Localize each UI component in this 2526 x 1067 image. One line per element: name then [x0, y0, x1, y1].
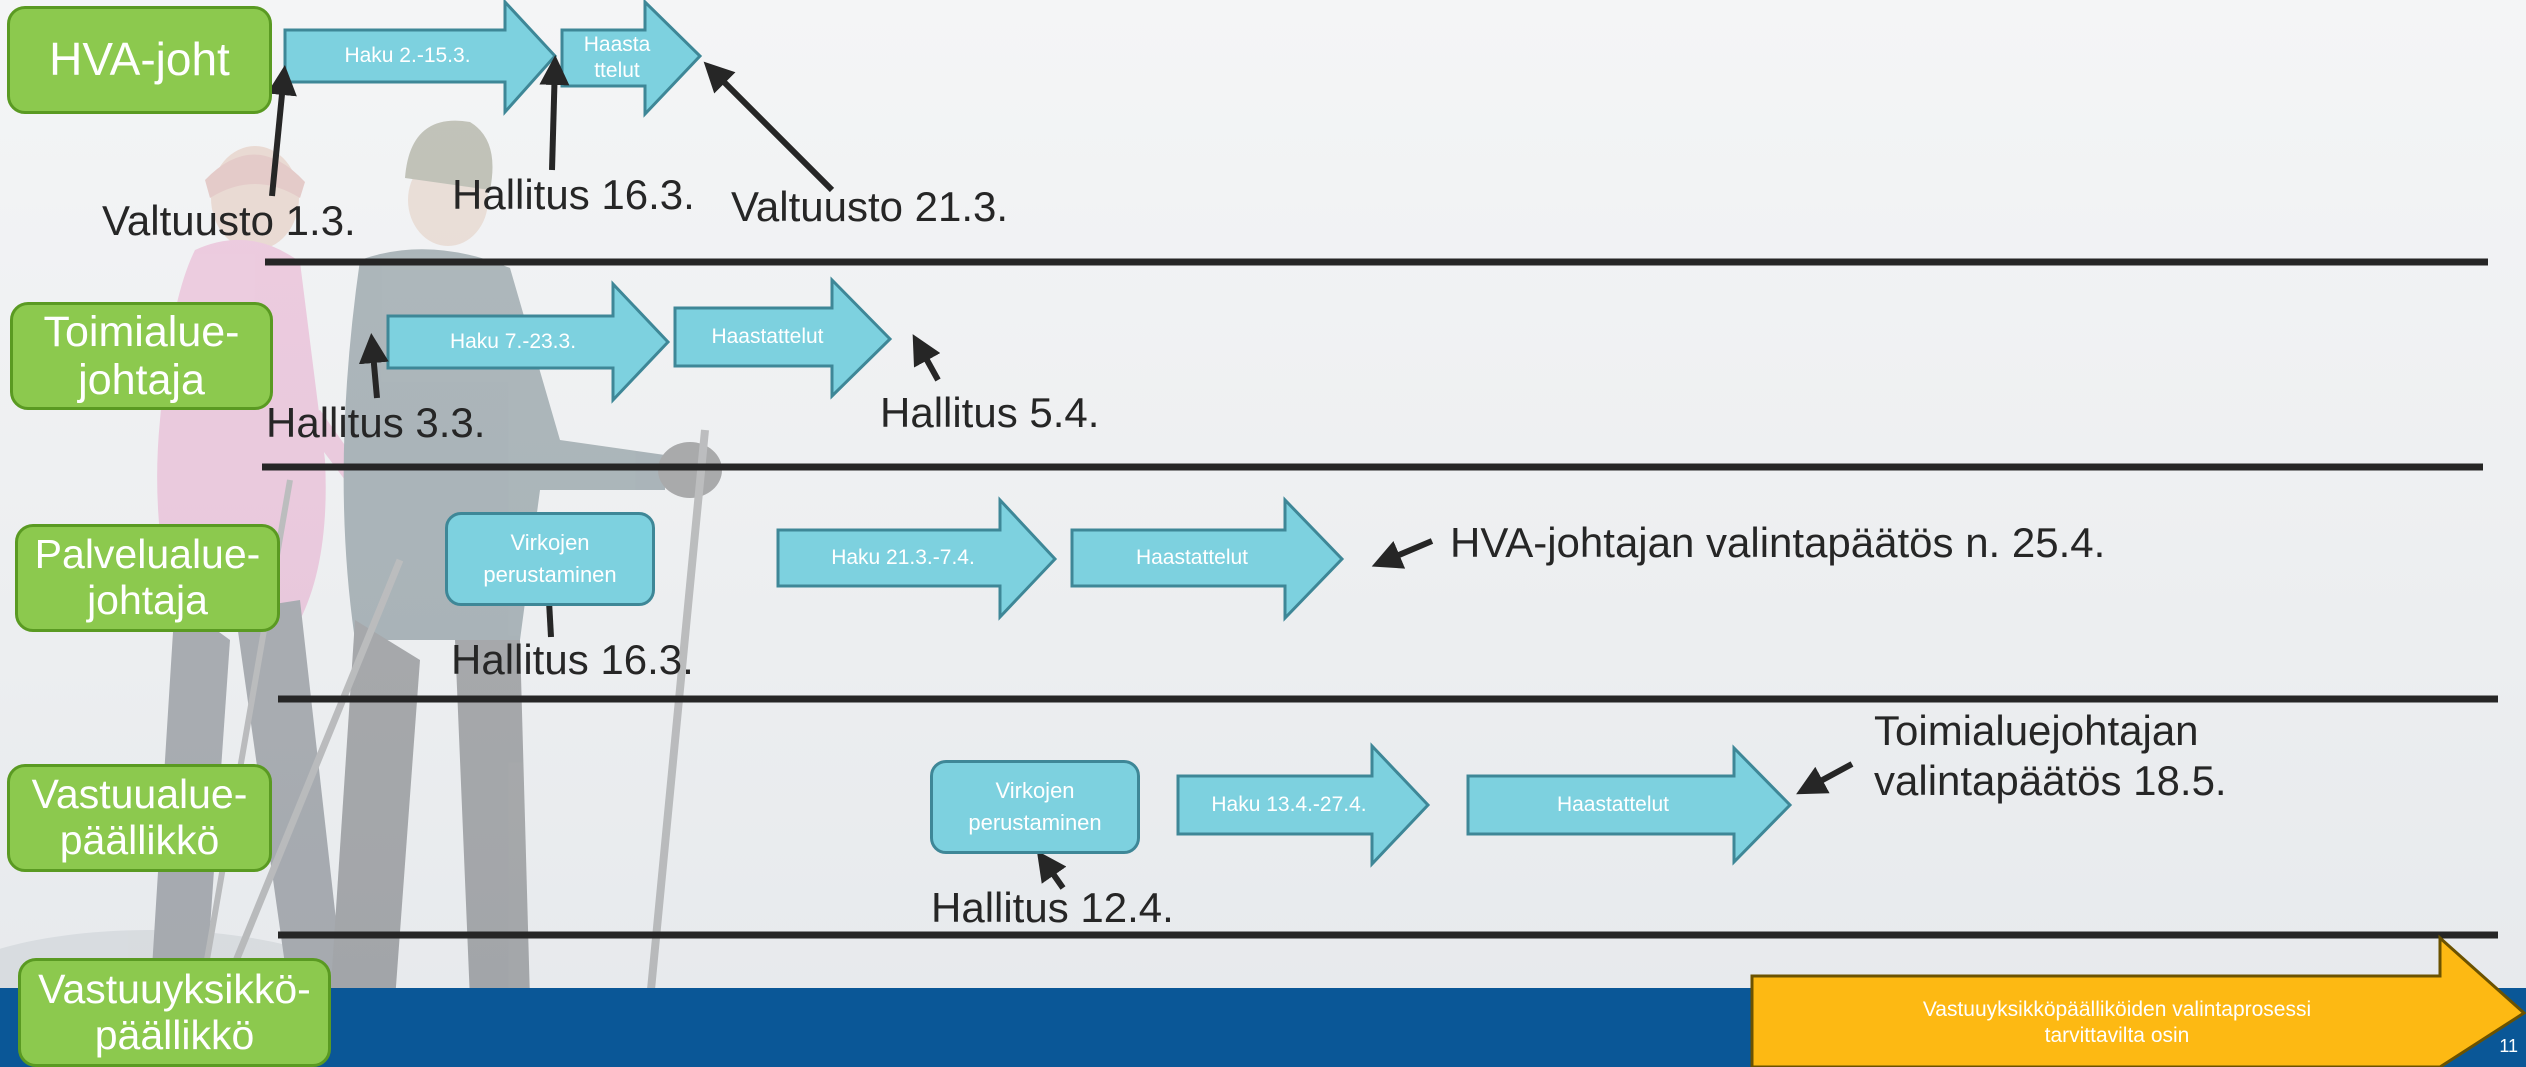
step-text-hva-haku: Haku 2.-15.3.: [344, 43, 471, 67]
step-text-vastuu-haku: Haku 13.4.-27.4.: [1211, 792, 1367, 816]
note-hva-valintapaatos: HVA-johtajan valintapäätös n. 25.4.: [1450, 519, 2106, 566]
note-hallitus-12-4: Hallitus 12.4.: [931, 884, 1174, 931]
note-hallitus-16-3-a: Hallitus 16.3.: [452, 171, 695, 218]
step-text-vastuu-haastattelut: Haastattelut: [1556, 792, 1670, 816]
pointer-arrow: [912, 334, 941, 382]
step-arrow-vastuu-haastattelut: [1466, 744, 1793, 866]
row-label-vastuuyksikkopaallikko: Vastuuyksikkö- päällikkö: [18, 958, 331, 1067]
step-text-toimi-haastattelut: Haastattelut: [711, 324, 824, 348]
note-valtuusto-1-3: Valtuusto 1.3.: [102, 197, 356, 244]
step-text-hva-haastattelut: Haasta ttelut: [583, 32, 651, 82]
row-label-toimialuejohtaja: Toimialue- johtaja: [10, 302, 273, 410]
step-text-palvelu-haku: Haku 21.3.-7.4.: [831, 545, 975, 569]
step-text-palvelu-haastattelut: Haastattelut: [1135, 545, 1249, 569]
step-arrow-hva-haastattelut: [560, 0, 703, 118]
row-label-hva-joht: HVA-joht: [7, 6, 272, 114]
step-arrow-vastuu-haku: [1176, 742, 1431, 868]
step-arrow-hva-haku: [283, 0, 558, 116]
step-arrow-toimi-haku: [386, 280, 671, 404]
pointer-arrow: [267, 65, 297, 197]
note-hallitus-3-3: Hallitus 3.3.: [266, 399, 486, 446]
step-text-vastuuyksikko-prosessi: Vastuuyksikköpäälliköiden valintaprosess…: [1922, 997, 2312, 1047]
step-arrow-palvelu-haku: [776, 496, 1058, 621]
row-label-vastuualuepaallikko: Vastuualue- päällikkö: [7, 764, 272, 872]
step-box-palvelu-virkojen-perustaminen: Virkojen perustaminen: [445, 512, 655, 606]
note-hallitus-5-4: Hallitus 5.4.: [880, 389, 1100, 436]
note-valtuusto-21-3: Valtuusto 21.3.: [731, 183, 1009, 230]
pointer-arrow: [1036, 850, 1067, 890]
row-label-palvelualuejohtaja: Palvelualue- johtaja: [15, 524, 280, 632]
pointer-arrow: [1371, 538, 1434, 569]
pointer-arrow: [1796, 761, 1854, 795]
note-hallitus-16-3-b: Hallitus 16.3.: [451, 636, 694, 683]
step-arrow-palvelu-haastattelut: [1070, 496, 1345, 622]
note-toimialuejohtajan-valintapaatos: Toimialuejohtajan valintapäätös 18.5.: [1874, 707, 2227, 805]
pointer-arrow: [703, 61, 835, 193]
pointer-arrow: [539, 55, 570, 171]
step-arrow-vastuuyksikko-prosessi: [1750, 934, 2526, 1067]
step-box-vastuu-virkojen-perustaminen: Virkojen perustaminen: [930, 760, 1140, 854]
pointer-arrow: [358, 333, 389, 399]
step-text-toimi-haku: Haku 7.-23.3.: [449, 329, 577, 353]
step-arrow-toimi-haastattelut: [673, 276, 893, 400]
page-number: 11: [2499, 1036, 2518, 1056]
